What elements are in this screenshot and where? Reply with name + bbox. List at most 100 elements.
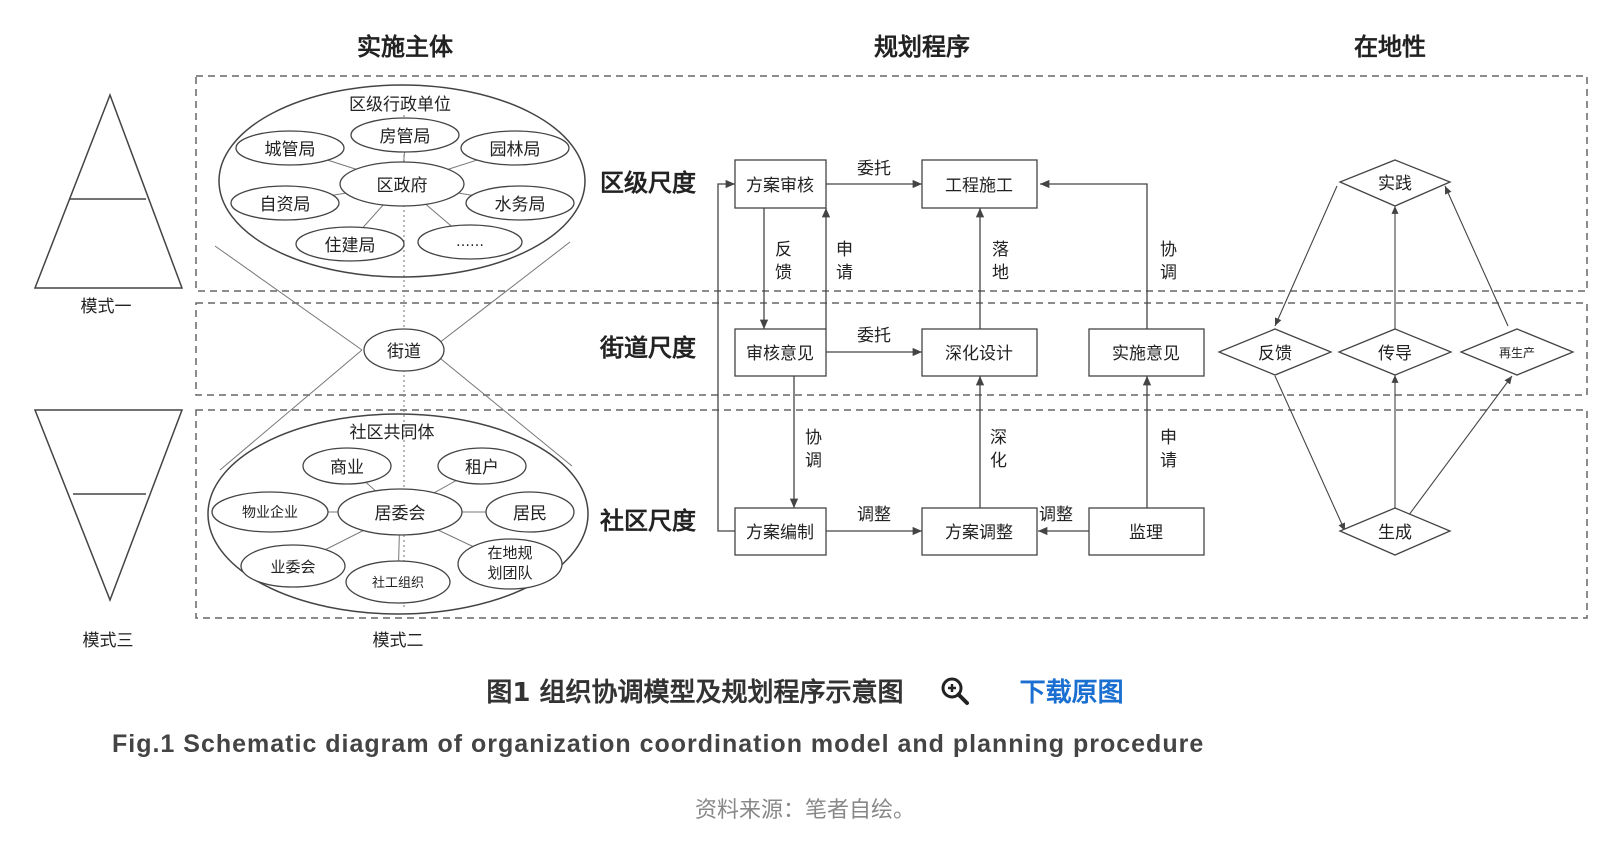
edge-label-landing: 落 (992, 240, 1009, 260)
diamond-reproduce (1459, 328, 1575, 376)
scale-community: 社区尺度 (600, 507, 697, 535)
box-plan-adjust-label: 方案调整 (945, 523, 1013, 543)
funnel-lines (214, 241, 573, 471)
community-node (302, 447, 392, 485)
edge-label-deepen: 深 (990, 428, 1007, 448)
street-band (195, 302, 1588, 396)
community-node-label: 划团队 (487, 564, 532, 582)
organization-diagram: 实施主体 规划程序 在地性 区级尺度 街道尺度 社区尺度 模式一 模式三 模式二… (33, 33, 1588, 651)
box-plan-adjust (921, 507, 1038, 556)
district-oval (218, 84, 586, 278)
diamond-feedback (1217, 328, 1333, 376)
procedure-arrows (717, 179, 1152, 536)
edge-label-apply: 申 (1160, 428, 1177, 448)
community-node (240, 544, 346, 588)
scale-district: 区级尺度 (600, 169, 697, 197)
mode1-label: 模式一 (81, 297, 132, 317)
edge-label-deepen: 化 (990, 451, 1007, 471)
figure-caption: 图1 组织协调模型及规划程序示意图 下载原图 (0, 672, 1610, 709)
district-node-label: 住建局 (325, 236, 376, 256)
edge-label-entrust: 委托 (857, 326, 891, 346)
mode3-triangle (33, 409, 184, 603)
community-node-label: 租户 (465, 458, 499, 478)
district-node-label: 自资局 (260, 195, 311, 215)
box-impl-opinion-label: 实施意见 (1112, 344, 1180, 364)
community-node-label: 社工组织 (372, 575, 424, 591)
box-impl-opinion (1088, 328, 1205, 377)
diamond-practice-label: 实践 (1378, 174, 1412, 194)
box-construction-label: 工程施工 (945, 176, 1013, 196)
arrow-loop-back (717, 179, 735, 532)
locality-arrows (1274, 185, 1513, 532)
district-node (460, 130, 570, 166)
mode3-label: 模式三 (83, 631, 134, 651)
community-oval (207, 413, 589, 615)
district-node (295, 226, 405, 262)
box-supervision (1088, 507, 1205, 556)
community-node (345, 560, 451, 604)
community-node (457, 538, 563, 590)
district-node (235, 130, 345, 166)
edge-label-feedback: 馈 (775, 263, 792, 283)
box-review-opinion (734, 328, 827, 377)
diamond-reproduce-label: 再生产 (1499, 346, 1535, 360)
box-plan-compile-label: 方案编制 (746, 523, 814, 543)
diamond-feedback-label: 反馈 (1258, 344, 1292, 364)
figure-source: 资料来源：笔者自绘。 (694, 798, 915, 823)
scale-street: 街道尺度 (599, 334, 697, 362)
box-construction (921, 159, 1038, 209)
box-plan-review (734, 159, 827, 209)
edge-label-entrust: 委托 (857, 159, 891, 179)
community-node (211, 491, 329, 533)
district-node (230, 185, 340, 221)
district-node (350, 117, 460, 153)
edge-label-feedback: 反 (775, 240, 792, 260)
district-oval-title: 区级行政单位 (349, 95, 451, 115)
district-node (417, 224, 523, 260)
district-node-label: 园林局 (490, 140, 541, 160)
diamond-generate (1338, 507, 1452, 556)
box-review-opinion-label: 审核意见 (746, 344, 814, 364)
street-node (363, 328, 445, 372)
edge-label-coordinate: 调 (1160, 263, 1177, 283)
edge-label-apply: 请 (1160, 451, 1177, 471)
district-center-node (339, 161, 465, 207)
diamond-generate-label: 生成 (1378, 523, 1412, 543)
edge-label-coordinate: 协 (805, 428, 822, 448)
district-node-label: …… (456, 234, 484, 250)
arrow-coordinate-top (1040, 179, 1148, 329)
figure-title: 图1 组织协调模型及规划程序示意图 (486, 678, 904, 708)
district-node-label: 水务局 (495, 195, 546, 215)
community-oval-title: 社区共同体 (350, 423, 435, 443)
district-node-label: 城管局 (265, 140, 316, 160)
box-plan-compile (734, 507, 827, 556)
district-node-label: 房管局 (380, 127, 431, 147)
mode2-label: 模式二 (373, 631, 424, 651)
diamond-practice (1338, 159, 1452, 207)
community-node-label: 业委会 (270, 558, 315, 576)
edge-label-apply: 请 (836, 263, 853, 283)
edge-label-landing: 地 (992, 263, 1009, 283)
header-locality: 在地性 (1354, 33, 1426, 61)
edge-label-adjust: 调整 (857, 505, 891, 525)
community-center-node (337, 488, 463, 536)
community-node-label: 在地规 (487, 544, 532, 562)
community-center-label: 居委会 (375, 504, 426, 524)
box-supervision-label: 监理 (1129, 523, 1163, 543)
community-band (195, 409, 1588, 619)
header-procedure: 规划程序 (874, 33, 970, 61)
zoom-in-icon[interactable] (939, 675, 971, 707)
edge-label-apply: 申 (836, 240, 853, 260)
community-node-label: 物业企业 (242, 504, 298, 521)
district-node (465, 185, 575, 221)
district-center-label: 区政府 (377, 176, 428, 196)
edge-label-adjust: 调整 (1039, 505, 1073, 525)
figure-caption-english: Fig.1 Schematic diagram of organization … (112, 730, 1205, 758)
diamond-conduct-label: 传导 (1378, 344, 1412, 364)
street-node-label: 街道 (387, 342, 421, 362)
box-deepen-design-label: 深化设计 (945, 344, 1013, 364)
download-original-link[interactable]: 下载原图 (1019, 678, 1124, 708)
community-node (485, 491, 575, 533)
community-node (437, 447, 527, 485)
edge-label-coordinate: 协 (1160, 240, 1177, 260)
